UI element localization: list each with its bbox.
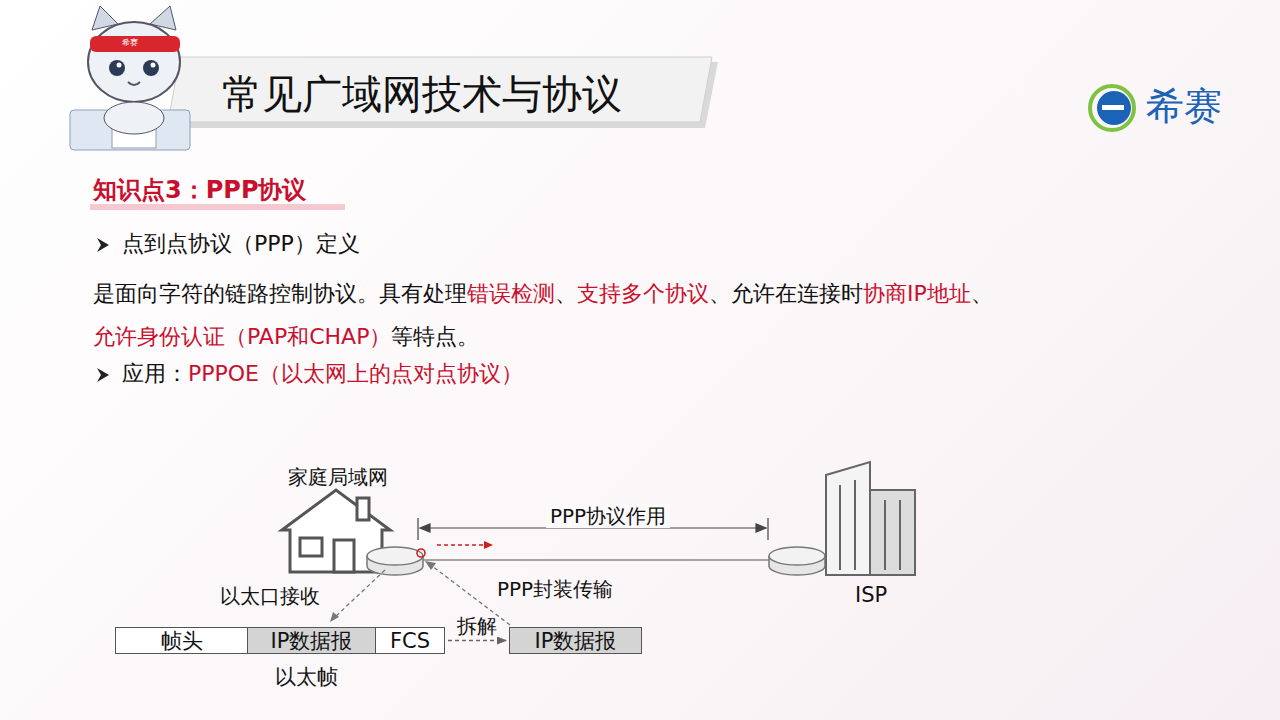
box-text: IP数据报 [535, 627, 617, 655]
logo-icon [1090, 86, 1134, 130]
box-text: FCS [390, 629, 430, 653]
body-text: 、 [971, 281, 993, 306]
frame-field: IP数据报 [248, 627, 376, 654]
body-text: 是面向字符的链路控制协议。具有处理 [93, 281, 467, 306]
box-text: 帧头 [161, 627, 203, 655]
bullet-arrow [97, 368, 109, 382]
body-text: 、 [555, 281, 577, 306]
building-icon [826, 462, 915, 575]
bullet-text: 点到点协议（PPP）定义 [122, 231, 360, 257]
paragraph: 是面向字符的链路控制协议。具有处理错误检测、支持多个协议、允许在连接时协商IP地… [93, 272, 1173, 358]
highlight-text: 协商IP地址 [863, 281, 971, 306]
bullet-line: 应用：PPPOE（以太网上的点对点协议） [122, 361, 523, 387]
house-label: 家庭局域网 [288, 465, 388, 489]
bullet-arrow [97, 238, 109, 252]
encap-label: PPP封装传输 [497, 577, 613, 601]
dimension-label: PPP协议作用 [546, 504, 670, 528]
box-text: IP数据报 [271, 627, 353, 655]
section-heading: 知识点3：PPP协议 [93, 176, 306, 205]
body-text: 应用： [122, 361, 188, 386]
arrow-head [484, 541, 493, 549]
arrow-head [330, 612, 339, 622]
body-text: 、允许在连接时 [709, 281, 863, 306]
highlight-text: 支持多个协议 [577, 281, 709, 306]
highlight-text: PPPOE（以太网上的点对点协议） [188, 361, 523, 386]
arrow-head [425, 561, 436, 570]
highlight-text: 允许身份认证（PAP和CHAP） [93, 324, 391, 349]
body-text: 等特点。 [391, 324, 479, 349]
isp-label: ISP [855, 583, 887, 608]
leader-line [334, 570, 385, 618]
cat-mascot [70, 6, 190, 150]
dashed-arrow [448, 640, 506, 641]
frame-label: 以太帧 [275, 665, 338, 690]
port-label: 以太口接收 [220, 584, 320, 608]
frame-field: 帧头 [115, 627, 248, 654]
section-underline [90, 204, 345, 210]
highlight-text: 错误检测 [467, 281, 555, 306]
link-line [423, 559, 769, 561]
title-banner [168, 57, 712, 122]
direction-arrow [437, 544, 486, 546]
port-marker [417, 549, 425, 557]
edge-label: 拆解 [457, 614, 497, 638]
logo-text: 希赛 [1146, 84, 1222, 130]
slide-title: 常见广域网技术与协议 [222, 70, 622, 118]
frame-field: FCS [376, 627, 445, 654]
router-icon [367, 547, 825, 575]
headband-text: 希赛 [122, 38, 138, 48]
payload-box: IP数据报 [509, 627, 642, 654]
